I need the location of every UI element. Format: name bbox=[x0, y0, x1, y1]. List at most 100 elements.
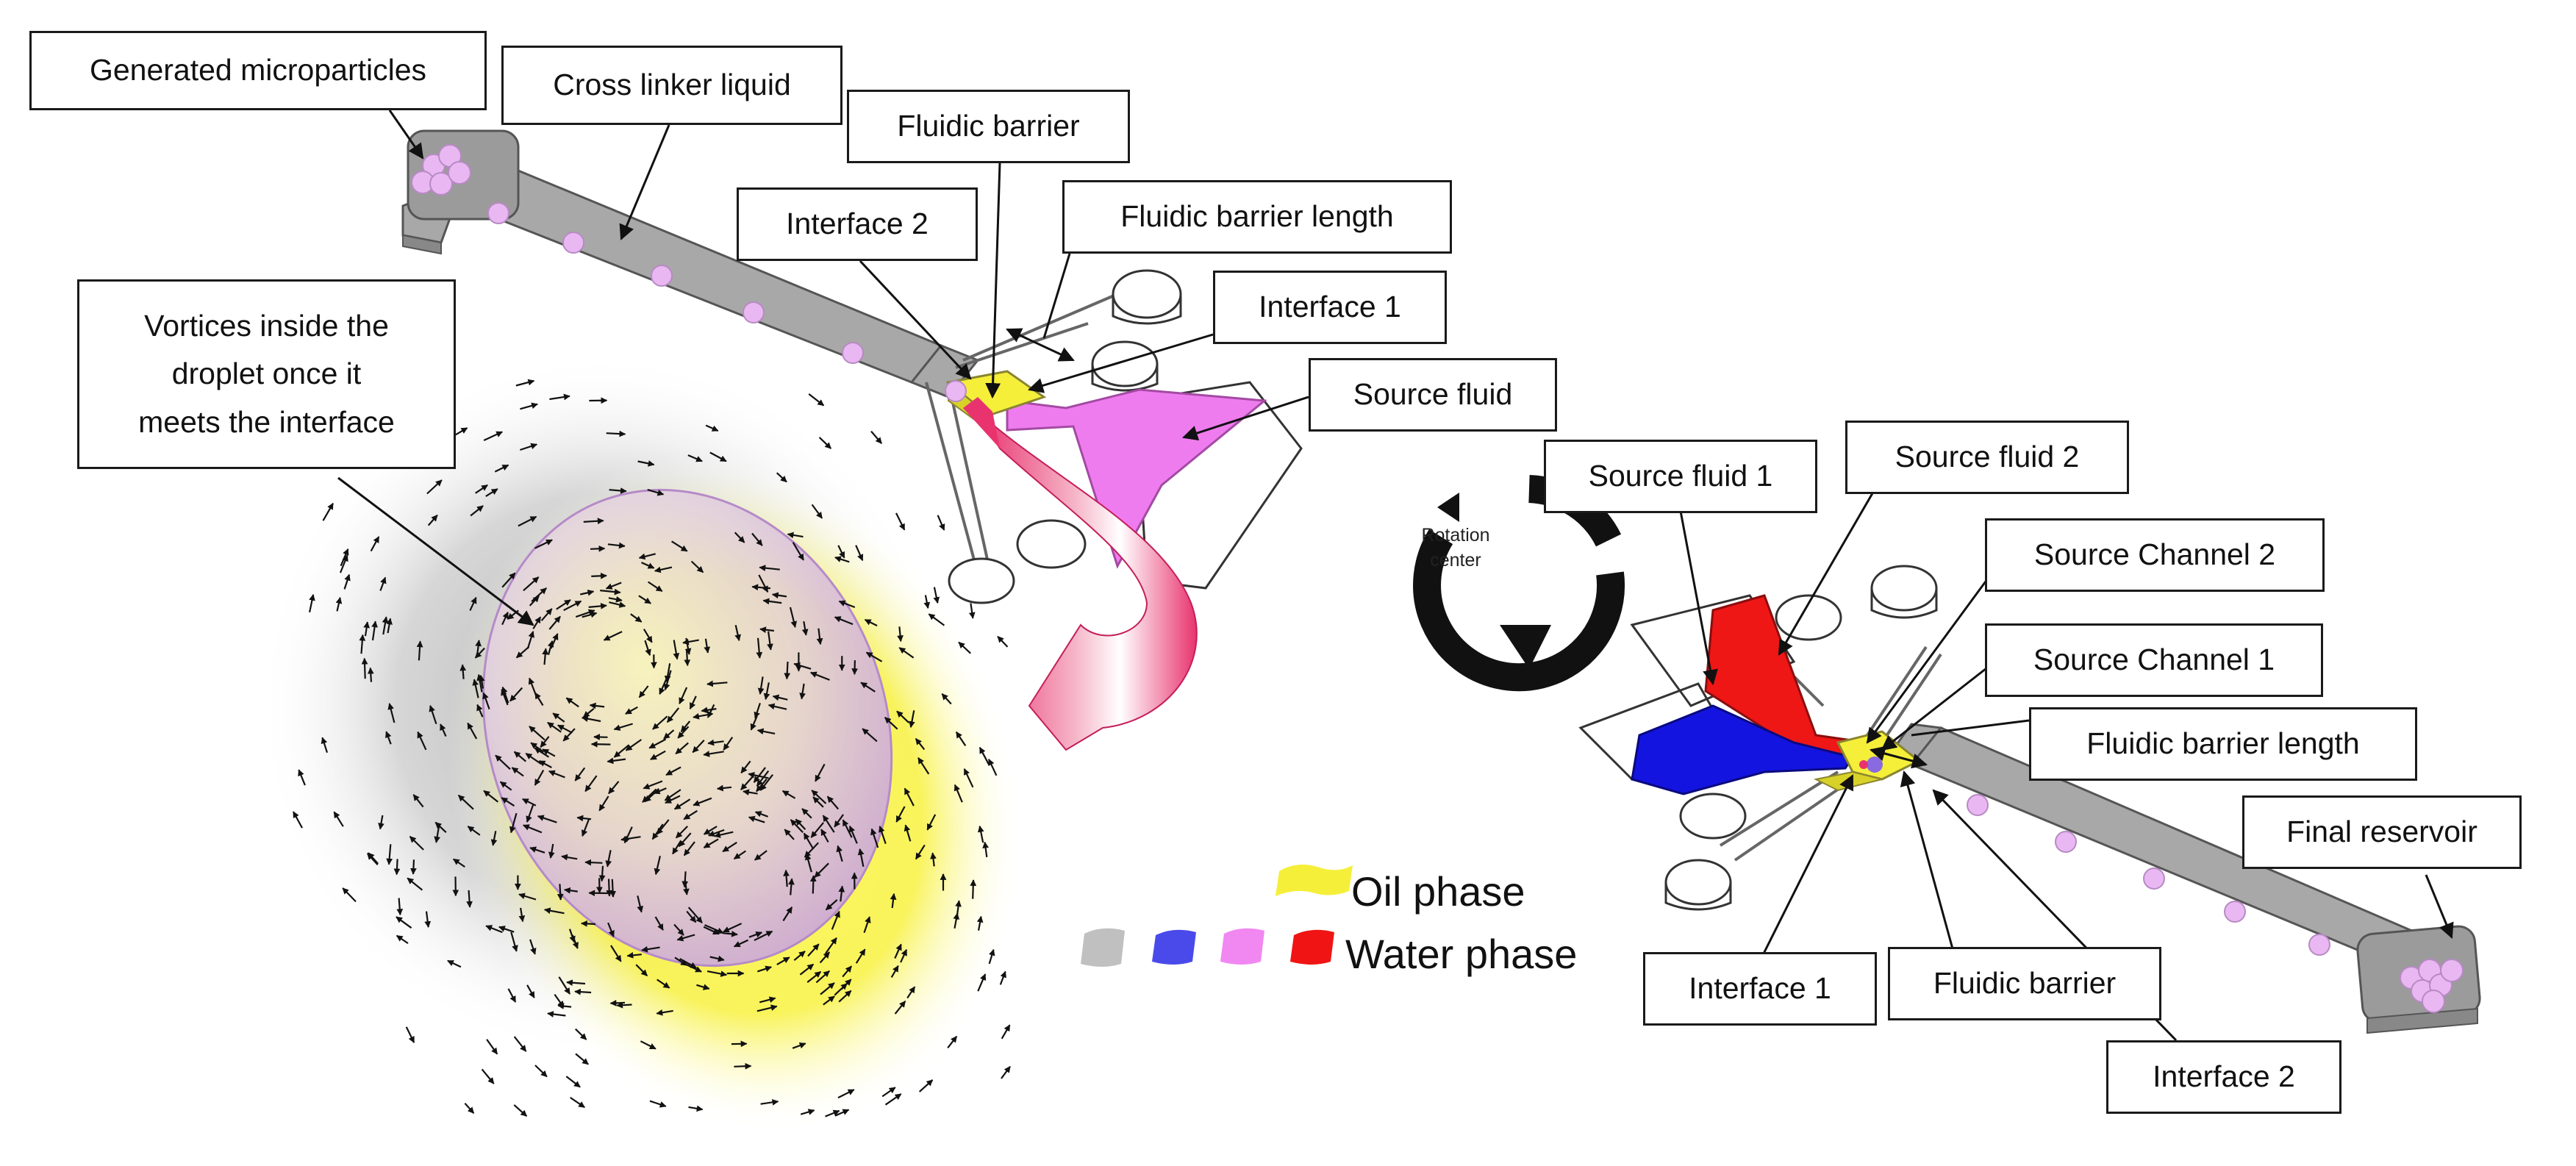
vortex-arrow bbox=[801, 621, 809, 636]
vortex-arrow bbox=[822, 815, 835, 833]
vortex-arrow bbox=[825, 937, 837, 954]
vortex-arrow bbox=[762, 598, 782, 605]
rotation-text-line-1: Rotation bbox=[1421, 525, 1490, 546]
vortex-arrow bbox=[865, 651, 883, 662]
vortex-arrow bbox=[689, 695, 697, 709]
vortex-arrow bbox=[665, 766, 681, 776]
right-device bbox=[1578, 565, 2481, 1034]
vortex-arrow bbox=[529, 939, 537, 955]
vortex-arrow bbox=[589, 702, 605, 709]
vortex-arrow bbox=[692, 739, 705, 754]
vortex-arrow bbox=[571, 934, 579, 949]
vortex-arrow bbox=[815, 970, 830, 984]
vortex-arrow bbox=[812, 796, 824, 808]
vortex-arrow bbox=[759, 996, 776, 1004]
vortex-arrow bbox=[564, 887, 578, 894]
vortex-arrow bbox=[600, 588, 621, 595]
vortex-arrow bbox=[588, 603, 607, 609]
vortex-arrow bbox=[803, 832, 815, 850]
vortex-arrow bbox=[789, 607, 798, 628]
legend bbox=[1081, 865, 1353, 967]
vortex-arrow bbox=[605, 850, 612, 868]
vortex-arrow bbox=[610, 945, 622, 962]
vortex-arrow bbox=[1001, 1024, 1011, 1040]
vortex-arrow bbox=[410, 859, 417, 875]
vortex-arrow bbox=[855, 545, 864, 562]
vortex-arrow bbox=[754, 702, 761, 719]
vortex-arrow bbox=[895, 806, 906, 823]
vortex-arrow bbox=[396, 898, 404, 916]
vortex-arrow bbox=[625, 739, 643, 751]
vortex-arrow bbox=[857, 848, 865, 868]
vortex-arrow bbox=[590, 545, 606, 552]
vortex-arrow bbox=[723, 923, 743, 933]
vortex-arrow bbox=[607, 542, 626, 549]
vortex-arrow bbox=[563, 600, 582, 612]
vortex-arrow bbox=[570, 1096, 585, 1109]
label-text: Fluidic barrier length bbox=[2086, 726, 2360, 761]
vortex-arrow bbox=[386, 618, 393, 634]
label-text: Source Channel 2 bbox=[2033, 537, 2276, 572]
vortex-arrow bbox=[723, 930, 738, 937]
vortex-arrow bbox=[687, 906, 703, 923]
vortex-arrow bbox=[540, 736, 550, 748]
vortex-arrow bbox=[782, 906, 793, 922]
vortex-arrow bbox=[643, 629, 653, 643]
vortex-arrow bbox=[799, 963, 815, 976]
vortex-arrow bbox=[703, 826, 718, 835]
vortex-arrow bbox=[386, 844, 393, 865]
vortex-arrow bbox=[703, 838, 719, 848]
left-well-1 bbox=[1112, 269, 1182, 319]
vortex-arrow bbox=[814, 862, 829, 879]
vortex-arrow bbox=[799, 683, 806, 700]
vortex-arrow bbox=[955, 731, 967, 747]
vortex-arrow bbox=[467, 722, 478, 740]
vortex-arrow bbox=[855, 948, 866, 964]
vortex-arrow bbox=[834, 982, 848, 996]
left-well-3 bbox=[1016, 519, 1087, 569]
vortex-arrow bbox=[759, 626, 775, 634]
label-interface-1-right: Interface 1 bbox=[1643, 952, 1877, 1026]
vortex-arrow bbox=[890, 965, 899, 978]
vortex-arrow bbox=[823, 995, 835, 1006]
label-text: Source Channel 1 bbox=[2033, 643, 2275, 677]
vortex-arrow bbox=[532, 616, 542, 629]
vortex-arrow bbox=[734, 624, 741, 642]
vortex-arrow bbox=[683, 809, 698, 820]
vortex-arrow bbox=[894, 1001, 906, 1015]
vortex-arrow bbox=[756, 637, 763, 659]
vortex-arrow bbox=[575, 1028, 587, 1040]
vortex-arrow bbox=[649, 1100, 667, 1108]
label-final-reservoir: Final reservoir bbox=[2242, 795, 2522, 869]
vortex-arrow bbox=[613, 744, 630, 758]
label-cross-linker-liquid: Cross linker liquid bbox=[501, 46, 842, 125]
vortex-arrow bbox=[826, 795, 840, 810]
vortex-arrow bbox=[643, 780, 663, 790]
vortex-arrow bbox=[513, 751, 527, 762]
vortex-arrow bbox=[751, 532, 763, 546]
vortex-arrow bbox=[596, 878, 603, 894]
vortex-arrow bbox=[510, 931, 518, 952]
vortex-arrow bbox=[534, 1065, 548, 1078]
vortex-arrow bbox=[663, 670, 672, 691]
vortex-arrow bbox=[509, 687, 523, 702]
vortex-arrow bbox=[470, 505, 484, 517]
vortex-arrow bbox=[644, 788, 660, 803]
vortex-arrow bbox=[616, 1001, 632, 1009]
vortex-arrow bbox=[674, 956, 688, 966]
vortex-arrow bbox=[933, 587, 940, 604]
vortex-arrow bbox=[440, 723, 447, 737]
vortex-arrow bbox=[820, 829, 829, 843]
vortex-arrow bbox=[704, 638, 711, 654]
vortex-arrow bbox=[603, 631, 623, 641]
vortex-arrow bbox=[900, 948, 908, 963]
label-text: Fluidic barrier bbox=[897, 109, 1080, 143]
vortex-arrow bbox=[520, 443, 538, 451]
label-text: Source fluid 1 bbox=[1588, 459, 1773, 493]
vortex-arrow bbox=[772, 694, 788, 701]
vortex-arrow bbox=[733, 850, 747, 860]
label-text: Cross linker liquid bbox=[553, 68, 791, 102]
vortex-arrow bbox=[863, 916, 871, 934]
vortex-arrow bbox=[748, 931, 763, 938]
vortex-arrow bbox=[703, 751, 724, 757]
